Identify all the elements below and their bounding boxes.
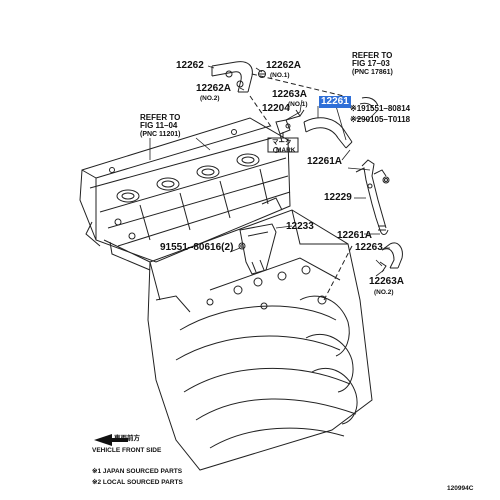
clip-12263a-upper [295,109,305,117]
label-12263a-upper: 12263A [272,89,308,100]
hose-12261 [303,117,353,149]
diagram-id: 120994C [447,485,474,492]
vehicle-front-jp: 車両前方 [114,435,140,442]
label-mark: MARK [276,147,296,154]
label-91551-80616: 91551–80616(2) [160,242,234,253]
label-mark-jp: マーク [272,139,292,146]
label-12263a-lower: 12263A [369,276,405,287]
label-12229: 12229 [324,192,352,203]
hose-upper-right [361,97,379,107]
hose-route-dashed [251,73,353,99]
intake-manifold [147,209,373,471]
label-91551-80814: ※191551–80814 [350,104,411,113]
label-no1-top: (NO.1) [270,72,290,79]
label-12233: 12233 [286,221,314,232]
refer-fig-17-03: REFER TO FIG 17–03 (PNC 17861) [352,51,393,76]
label-12263: 12263 [355,242,383,253]
label-12261a-upper: 12261A [307,156,343,167]
vehicle-front-side: VEHICLE FRONT SIDE [92,447,162,454]
label-no2: (NO.2) [200,95,220,102]
label-no2-lower: (NO.2) [374,289,394,296]
cylinder-head-cover [79,117,291,271]
pipe-12229 [355,159,390,235]
label-no1-mid: (NO.1) [288,101,308,108]
label-12261a-lower: 12261A [337,230,373,241]
label-12262a-top: 12262A [266,60,302,71]
label-12262: 12262 [176,60,204,71]
leader-lines [149,65,390,277]
clip-12262a [258,70,266,78]
hose-12263 [381,242,403,269]
label-12261-highlighted[interactable]: 12261 [319,96,351,108]
note-local-sourced: ※2 LOCAL SOURCED PARTS [92,479,183,486]
label-12262a-left: 12262A [196,83,232,94]
label-290105-t0118: ※290105–T0118 [350,115,411,124]
vehicle-front-arrow [94,434,128,446]
label-12204: 12204 [262,103,290,114]
mark-tag [267,132,299,153]
clip-12261a-lower [378,225,386,231]
note-japan-sourced: ※1 JAPAN SOURCED PARTS [92,468,183,475]
hose-12262 [211,61,253,93]
refer-fig-11-04: REFER TO FIG 11–04 (PNC 11201) [140,113,181,138]
pcv-valve-12204 [275,115,301,143]
bracket-12233 [238,223,277,275]
hose-route-lower [323,245,353,301]
